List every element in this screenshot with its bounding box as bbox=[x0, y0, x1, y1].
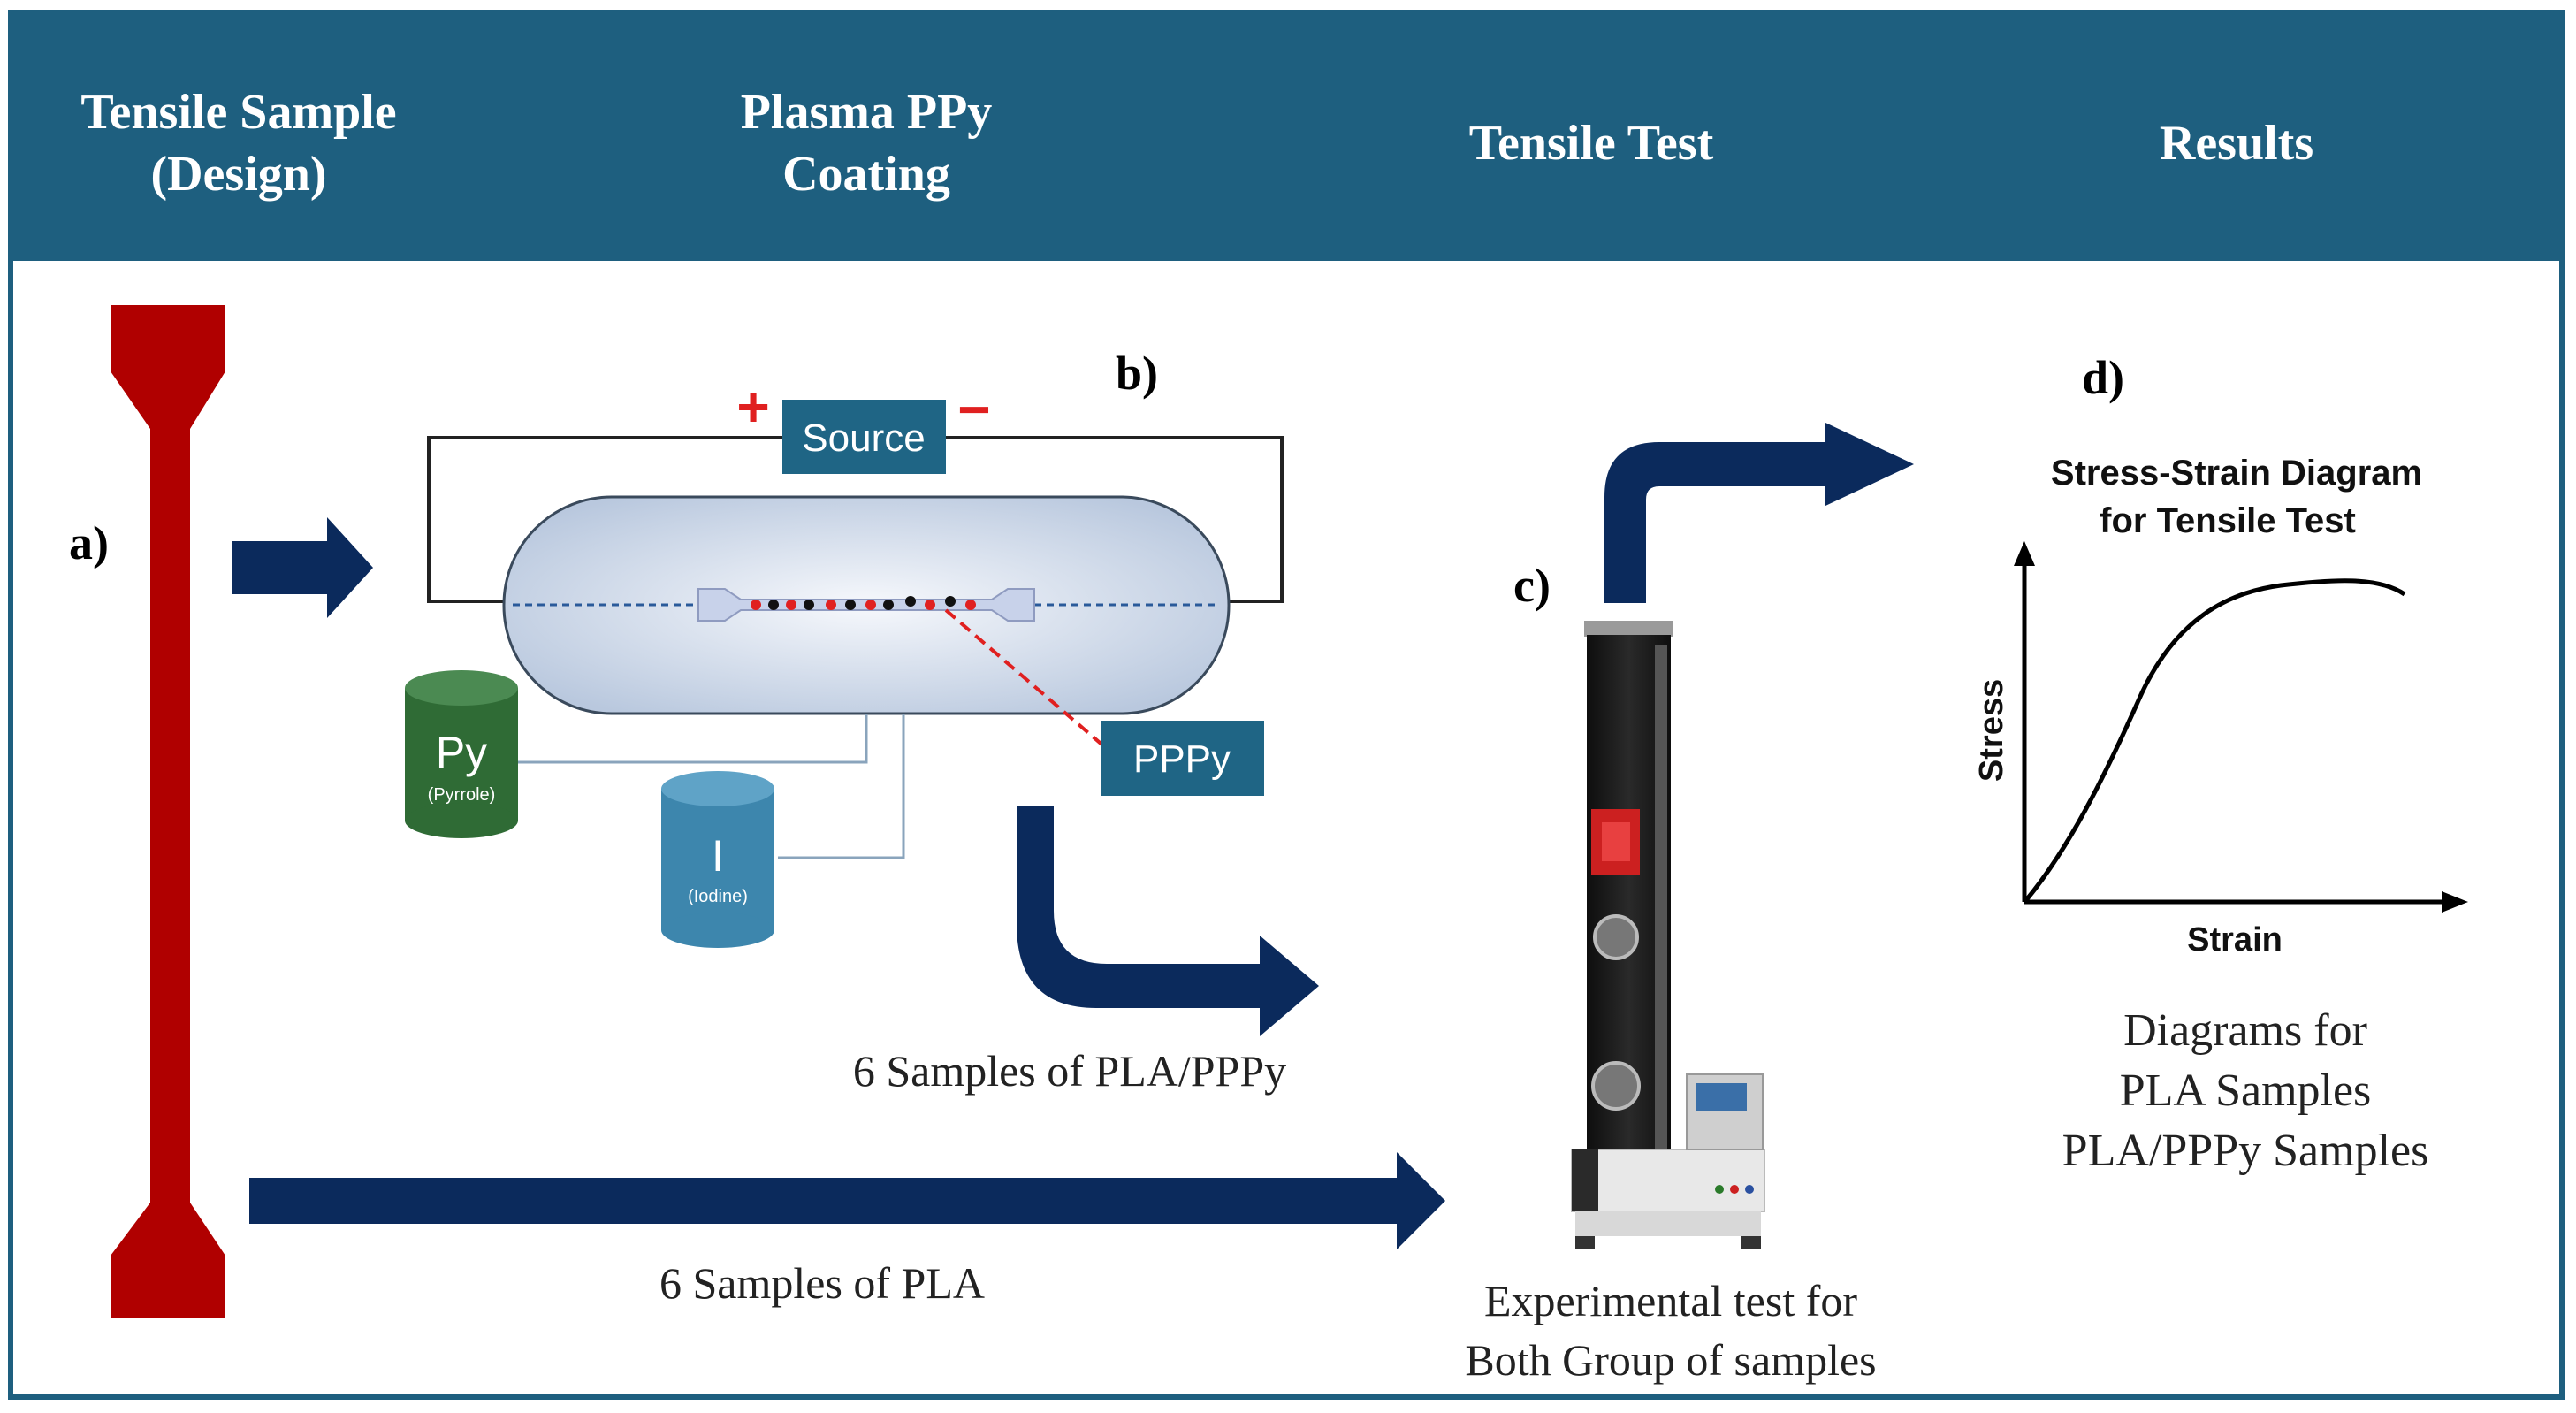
pppy-pointer-line bbox=[944, 608, 1107, 749]
iodine-label: I bbox=[712, 831, 724, 881]
header-col-4: Results bbox=[2160, 116, 2313, 171]
caption-results-line-2: PLA Samples bbox=[2120, 1065, 2372, 1116]
plus-sign: + bbox=[736, 375, 769, 439]
pppy-box bbox=[1101, 721, 1264, 796]
plasma-particles bbox=[751, 596, 976, 610]
header-col-1-line-1: Tensile Sample bbox=[80, 85, 396, 140]
py-sublabel: (Pyrrole) bbox=[428, 785, 496, 805]
arrow-to-results-icon bbox=[1604, 423, 1914, 603]
caption-results-line-1: Diagrams for bbox=[2123, 1005, 2367, 1056]
pyrrole-cylinder-icon bbox=[405, 670, 518, 838]
py-feed-line bbox=[517, 714, 868, 764]
label-d: d) bbox=[2082, 351, 2124, 404]
chart-title-line-2: for Tensile Test bbox=[2100, 501, 2356, 540]
iodine-cylinder-icon bbox=[661, 771, 774, 948]
caption-results-line-3: PLA/PPPy Samples bbox=[2062, 1126, 2429, 1176]
iodine-feed-line bbox=[778, 714, 905, 859]
label-a: a) bbox=[69, 516, 109, 569]
x-axis-arrowhead bbox=[2442, 891, 2468, 913]
y-axis-label: Stress bbox=[1973, 679, 2010, 782]
caption-coated: 6 Samples of PLA/PPPy bbox=[853, 1046, 1286, 1096]
circuit-wire-right bbox=[946, 436, 1284, 603]
minus-sign: − bbox=[957, 378, 990, 441]
arrow-to-plasma-icon bbox=[232, 517, 373, 618]
stress-strain-curve bbox=[2024, 578, 2406, 902]
header-col-2-line-2: Coating bbox=[782, 147, 950, 202]
header-col-1-line-2: (Design) bbox=[150, 147, 326, 202]
header-band bbox=[13, 15, 2559, 261]
label-b: b) bbox=[1116, 347, 1158, 400]
py-label: Py bbox=[436, 728, 487, 777]
header-col-2-line-1: Plasma PPy bbox=[741, 85, 993, 140]
label-c: c) bbox=[1513, 559, 1551, 612]
pppy-label: PPPy bbox=[1133, 737, 1231, 781]
x-axis-label: Strain bbox=[2187, 921, 2283, 959]
caption-test-line-2: Both Group of samples bbox=[1465, 1335, 1876, 1385]
source-box bbox=[782, 400, 946, 474]
source-label: Source bbox=[802, 416, 925, 460]
iodine-sublabel: (Iodine) bbox=[688, 887, 748, 906]
arrow-uncoated-icon bbox=[249, 1152, 1445, 1249]
chart-title-line-1: Stress-Strain Diagram bbox=[2051, 454, 2422, 493]
header-col-3: Tensile Test bbox=[1469, 116, 1714, 171]
y-axis-arrowhead bbox=[2014, 541, 2035, 566]
caption-test-line-1: Experimental test for bbox=[1484, 1276, 1857, 1325]
arrow-coated-icon bbox=[1017, 806, 1319, 1036]
circuit-wire-left bbox=[427, 436, 782, 603]
caption-uncoated: 6 Samples of PLA bbox=[659, 1258, 985, 1308]
dogbone-sample-icon bbox=[111, 305, 225, 1318]
tensile-machine-icon bbox=[1571, 621, 1765, 1249]
